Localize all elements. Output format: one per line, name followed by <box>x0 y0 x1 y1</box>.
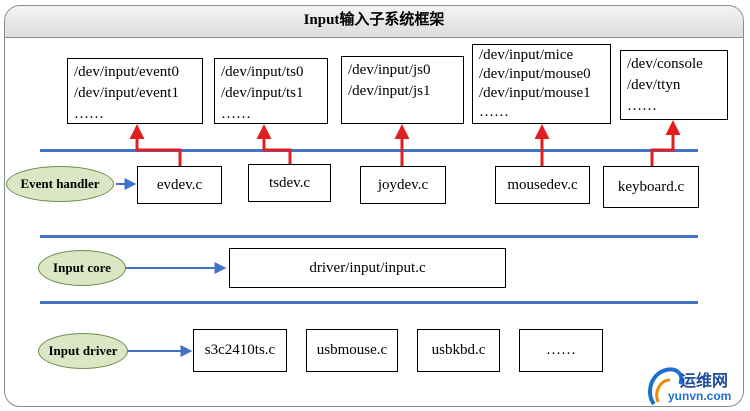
s3c2410ts-box: s3c2410ts.c <box>193 329 287 372</box>
middle-layer-line <box>40 235 698 238</box>
console-nodes-box: /dev/console /dev/ttyn …… <box>620 50 728 120</box>
upper-layer-line <box>40 149 698 152</box>
mouse-node-mice: /dev/input/mice <box>479 47 574 63</box>
ts-node-0: /dev/input/ts0 <box>221 64 304 80</box>
tsdev-box: tsdev.c <box>248 164 331 202</box>
mouse-node-0: /dev/input/mouse0 <box>479 66 591 82</box>
ts-node-1: /dev/input/ts1 <box>221 85 304 101</box>
keyboard-connector <box>650 120 681 166</box>
title-bar <box>5 6 743 38</box>
diagram-title: Input输入子系统框架 <box>303 12 445 28</box>
mouse-node-more: …… <box>479 104 509 120</box>
ts-nodes-box: /dev/input/ts0 /dev/input/ts1 …… <box>214 58 328 124</box>
mousedev-box: mousedev.c <box>495 166 590 204</box>
js-nodes-box: /dev/input/js0 /dev/input/js1 <box>341 56 464 124</box>
input-driver-layer: Input driver <box>38 333 128 369</box>
console-node: /dev/console <box>627 56 703 72</box>
more-drivers-box: …… <box>519 329 603 372</box>
joydev-box: joydev.c <box>360 166 446 204</box>
ts-node-more: …… <box>221 106 251 122</box>
input-core-box: driver/input/input.c <box>229 248 506 288</box>
evdev-connector <box>129 124 182 166</box>
usbmouse-box: usbmouse.c <box>306 329 398 372</box>
tsdev-connector <box>256 124 292 166</box>
event-node-1: /dev/input/event1 <box>74 85 179 101</box>
event-handler-layer: Event handler <box>6 166 114 202</box>
input-core-layer: Input core <box>38 250 126 286</box>
event-node-more: …… <box>74 106 104 122</box>
console-node-more: …… <box>627 98 657 114</box>
usbkbd-box: usbkbd.c <box>417 329 500 372</box>
js-node-1: /dev/input/js1 <box>348 83 431 99</box>
ttyn-node: /dev/ttyn <box>627 77 681 93</box>
event-nodes-box: /dev/input/event0 /dev/input/event1 …… <box>67 58 203 124</box>
event-node-0: /dev/input/event0 <box>74 64 179 80</box>
keyboard-box: keyboard.c <box>603 166 699 208</box>
mouse-node-1: /dev/input/mouse1 <box>479 85 591 101</box>
watermark-url: yunvn.com <box>668 389 732 403</box>
js-node-0: /dev/input/js0 <box>348 62 431 78</box>
mouse-nodes-box: /dev/input/mice /dev/input/mouse0 /dev/i… <box>472 44 611 124</box>
watermark-name: 运维网 <box>680 373 729 390</box>
lower-layer-line <box>40 301 698 304</box>
watermark-logo-icon <box>648 367 684 406</box>
evdev-box: evdev.c <box>137 166 222 204</box>
